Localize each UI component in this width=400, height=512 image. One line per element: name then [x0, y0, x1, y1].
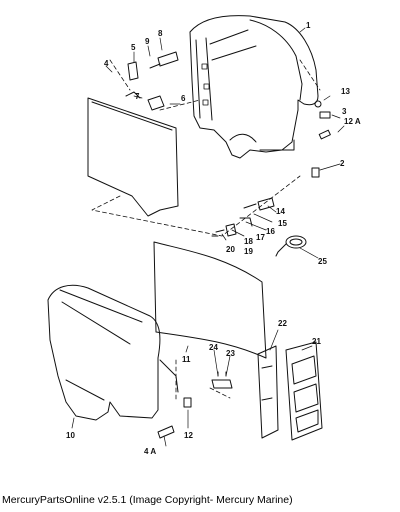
- callout-25: 25: [318, 257, 327, 266]
- latch-assembly: [125, 51, 179, 111]
- callout-5: 5: [131, 43, 136, 52]
- bottom-small-parts: [157, 397, 192, 439]
- callout-24: 24: [209, 343, 218, 352]
- callout-20: 20: [226, 245, 235, 254]
- lower-curved-panel: [153, 241, 267, 359]
- alignment-lines-upper: [91, 59, 321, 237]
- bottom-cowl-part-10: [47, 284, 179, 421]
- callout-12a: 12 A: [344, 117, 361, 126]
- cable-connector-parts: [211, 197, 307, 257]
- callout-3: 3: [342, 107, 347, 116]
- callout-10: 10: [66, 431, 75, 440]
- callout-13: 13: [341, 87, 350, 96]
- callout-21: 21: [312, 337, 321, 346]
- callout-8: 8: [158, 29, 163, 38]
- callout-15: 15: [278, 219, 287, 228]
- callout-labels: 1 2 3 4 4 A 5 6 7 8 9 10 11 12 12 A 13 1…: [66, 21, 361, 456]
- grille-part-21: [285, 341, 323, 441]
- callout-19: 19: [244, 247, 253, 256]
- callout-4a: 4 A: [144, 447, 156, 456]
- callout-12: 12: [184, 431, 193, 440]
- copyright-caption: MercuryPartsOnline v2.5.1 (Image Copyrig…: [2, 494, 293, 506]
- callout-18: 18: [244, 237, 253, 246]
- parts-exploded-diagram: 1 2 3 4 4 A 5 6 7 8 9 10 11 12 12 A 13 1…: [47, 15, 361, 456]
- callout-11: 11: [182, 355, 191, 364]
- callout-2: 2: [340, 159, 345, 168]
- callout-6: 6: [181, 94, 186, 103]
- callout-7: 7: [135, 92, 140, 101]
- bracket-parts: [211, 371, 233, 389]
- callout-4: 4: [104, 59, 109, 68]
- callout-14: 14: [276, 207, 285, 216]
- callout-16: 16: [266, 227, 275, 236]
- callout-17: 17: [256, 233, 265, 242]
- top-cowl-part-1: [189, 15, 319, 159]
- leader-lines: [71, 27, 345, 447]
- side-panel-part-4: [87, 97, 179, 217]
- gasket-part-22: [257, 345, 279, 439]
- callout-1: 1: [306, 21, 311, 30]
- alignment-lines-lower: [175, 359, 231, 401]
- callout-22: 22: [278, 319, 287, 328]
- cowl-small-parts-right: [311, 100, 331, 178]
- callout-9: 9: [145, 37, 150, 46]
- callout-23: 23: [226, 349, 235, 358]
